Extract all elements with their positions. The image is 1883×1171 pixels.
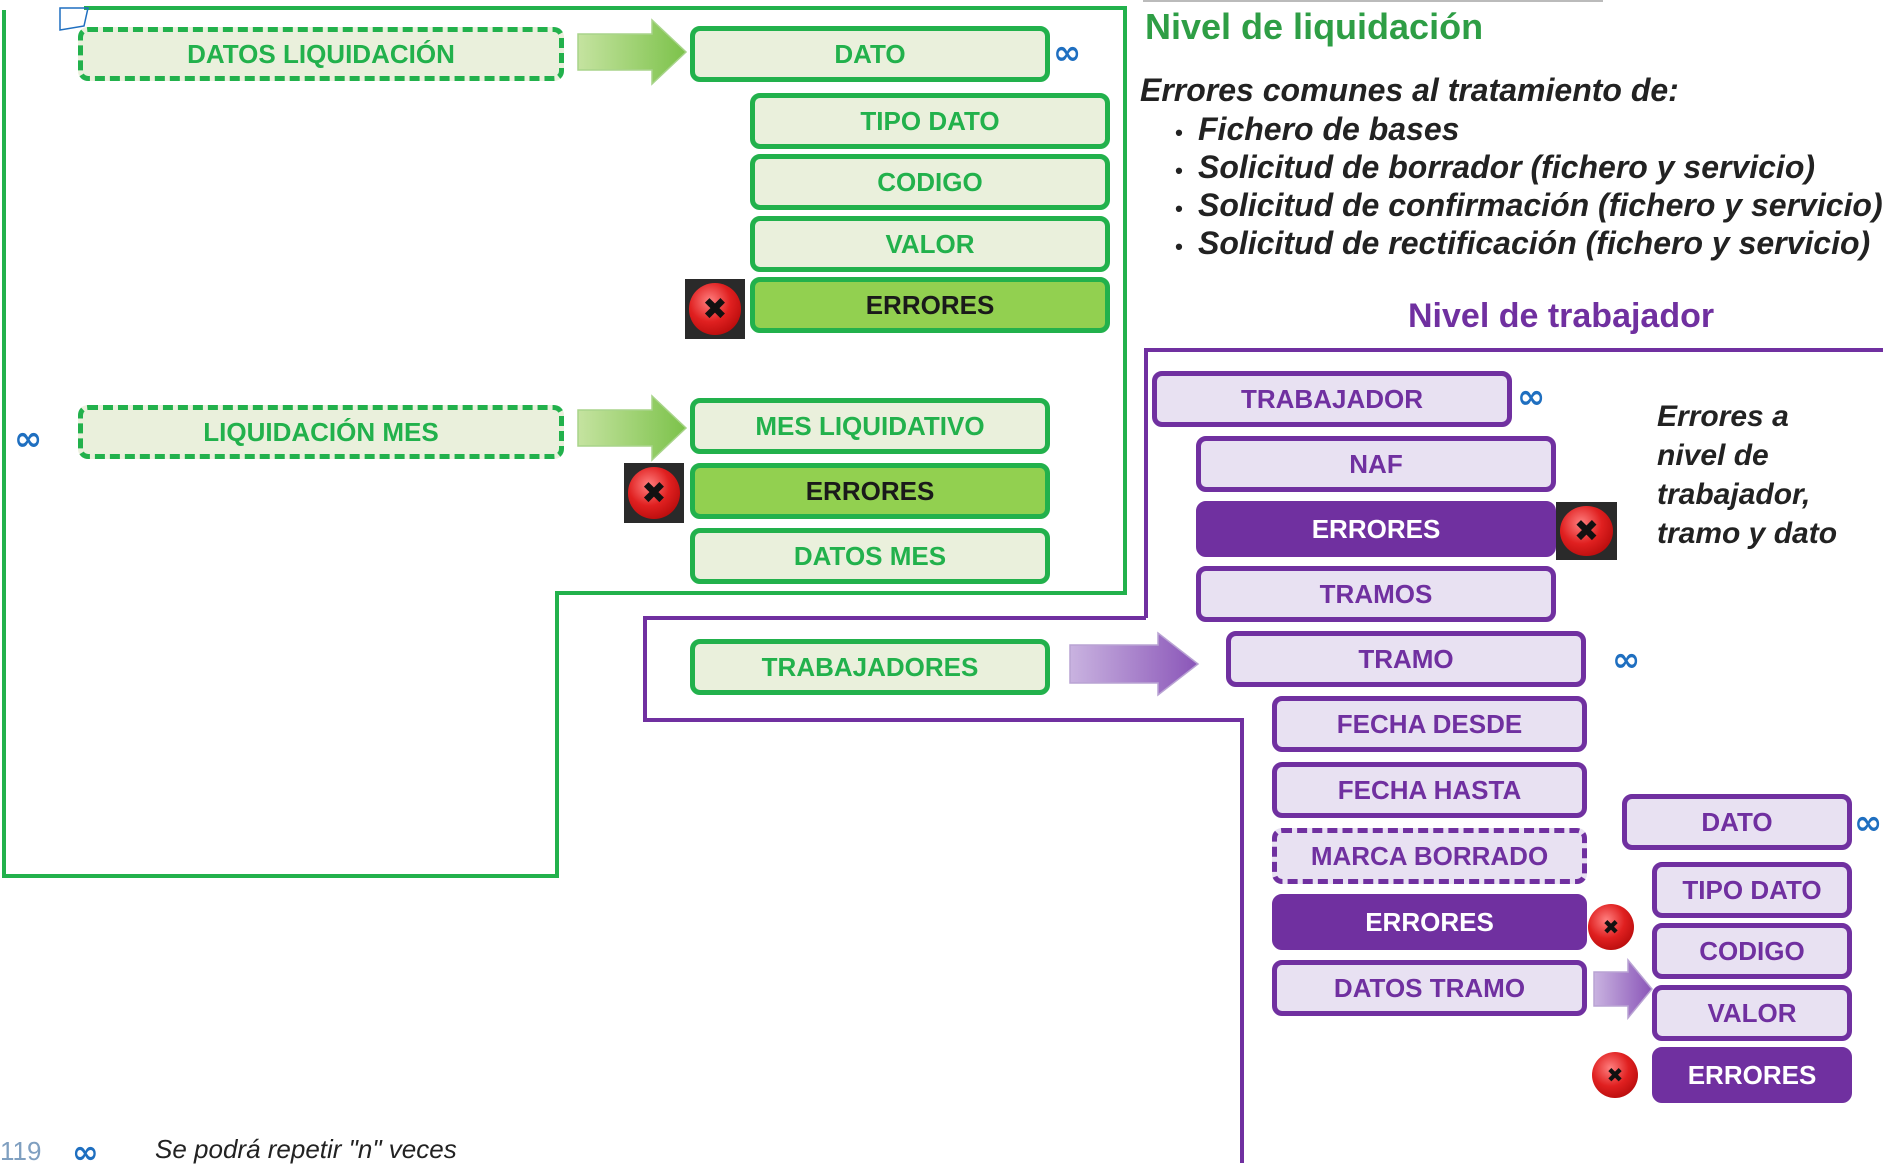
datos-tramo-box: DATOS TRAMO	[1272, 960, 1587, 1016]
error-x-icon: ✖	[1556, 502, 1617, 560]
naf-box: NAF	[1196, 436, 1556, 492]
errores-mes-box: ERRORES	[690, 463, 1050, 519]
datos-liquidacion-box: DATOS LIQUIDACIÓN	[78, 27, 564, 81]
tipo-dato-trabajador-box: TIPO DATO	[1652, 862, 1852, 918]
list-item: Solicitud de borrador (fichero y servici…	[1160, 148, 1883, 186]
infinity-icon: ∞	[1612, 640, 1641, 680]
note-line: trabajador,	[1657, 478, 1811, 511]
note-line: tramo y dato	[1657, 517, 1838, 550]
tramo-box: TRAMO	[1226, 631, 1586, 687]
valor-box: VALOR	[750, 216, 1110, 272]
error-x-icon: ✖	[685, 279, 745, 339]
arrow-right-icon	[1593, 958, 1653, 1020]
errores-box: ERRORES	[750, 277, 1110, 333]
fecha-desde-box: FECHA DESDE	[1272, 696, 1587, 752]
tramos-box: TRAMOS	[1196, 566, 1556, 622]
fecha-hasta-box: FECHA HASTA	[1272, 762, 1587, 818]
error-x-icon: ✖	[624, 463, 684, 523]
trabajador-title: Nivel de trabajador	[1408, 297, 1715, 335]
dato-box: DATO	[690, 26, 1050, 82]
tipo-dato-box: TIPO DATO	[750, 93, 1110, 149]
valor-trabajador-box: VALOR	[1652, 985, 1852, 1041]
dato-trabajador-box: DATO	[1622, 794, 1852, 850]
infinity-icon: ∞	[1053, 33, 1082, 73]
list-item: Fichero de bases	[1160, 110, 1883, 148]
codigo-box: CODIGO	[750, 154, 1110, 210]
liquidacion-title: Nivel de liquidación	[1145, 6, 1484, 47]
mes-liquidativo-box: MES LIQUIDATIVO	[690, 398, 1050, 454]
note-line: nivel de	[1657, 439, 1769, 472]
list-item: Solicitud de rectificación (fichero y se…	[1160, 224, 1883, 262]
error-x-icon: ✖	[1588, 904, 1634, 950]
infinity-icon: ∞	[1854, 803, 1883, 843]
page-number: 119	[0, 1136, 42, 1166]
trabajador-note: Errores a nivel de trabajador, tramo y d…	[1657, 397, 1837, 553]
marca-borrado-box: MARCA BORRADO	[1272, 828, 1587, 884]
trabajadores-box: TRABAJADORES	[690, 639, 1050, 695]
errores-trabajador-box: ERRORES	[1196, 501, 1556, 557]
codigo-trabajador-box: CODIGO	[1652, 923, 1852, 979]
errores-dato-trabajador-box: ERRORES	[1652, 1047, 1852, 1103]
arrow-right-icon	[577, 18, 688, 86]
infinity-icon: ∞	[14, 419, 43, 459]
errors-list: Fichero de bases Solicitud de borrador (…	[1160, 110, 1883, 262]
errores-tramo-box: ERRORES	[1272, 894, 1587, 950]
infinity-icon: ∞	[1517, 377, 1546, 417]
header-divider	[1143, 0, 1603, 2]
legend-text: Se podrá repetir "n" veces	[155, 1134, 457, 1164]
errors-heading: Errores comunes al tratamiento de:	[1140, 72, 1679, 108]
trabajador-box: TRABAJADOR	[1152, 371, 1512, 427]
arrow-right-icon	[1069, 631, 1200, 697]
note-line: Errores a	[1657, 400, 1789, 433]
list-item: Solicitud de confirmación (fichero y ser…	[1160, 186, 1883, 224]
liquidacion-mes-box: LIQUIDACIÓN MES	[78, 405, 564, 459]
datos-mes-box: DATOS MES	[690, 528, 1050, 584]
infinity-icon: ∞	[72, 1133, 99, 1171]
arrow-right-icon	[577, 394, 688, 462]
error-x-icon: ✖	[1592, 1052, 1638, 1098]
